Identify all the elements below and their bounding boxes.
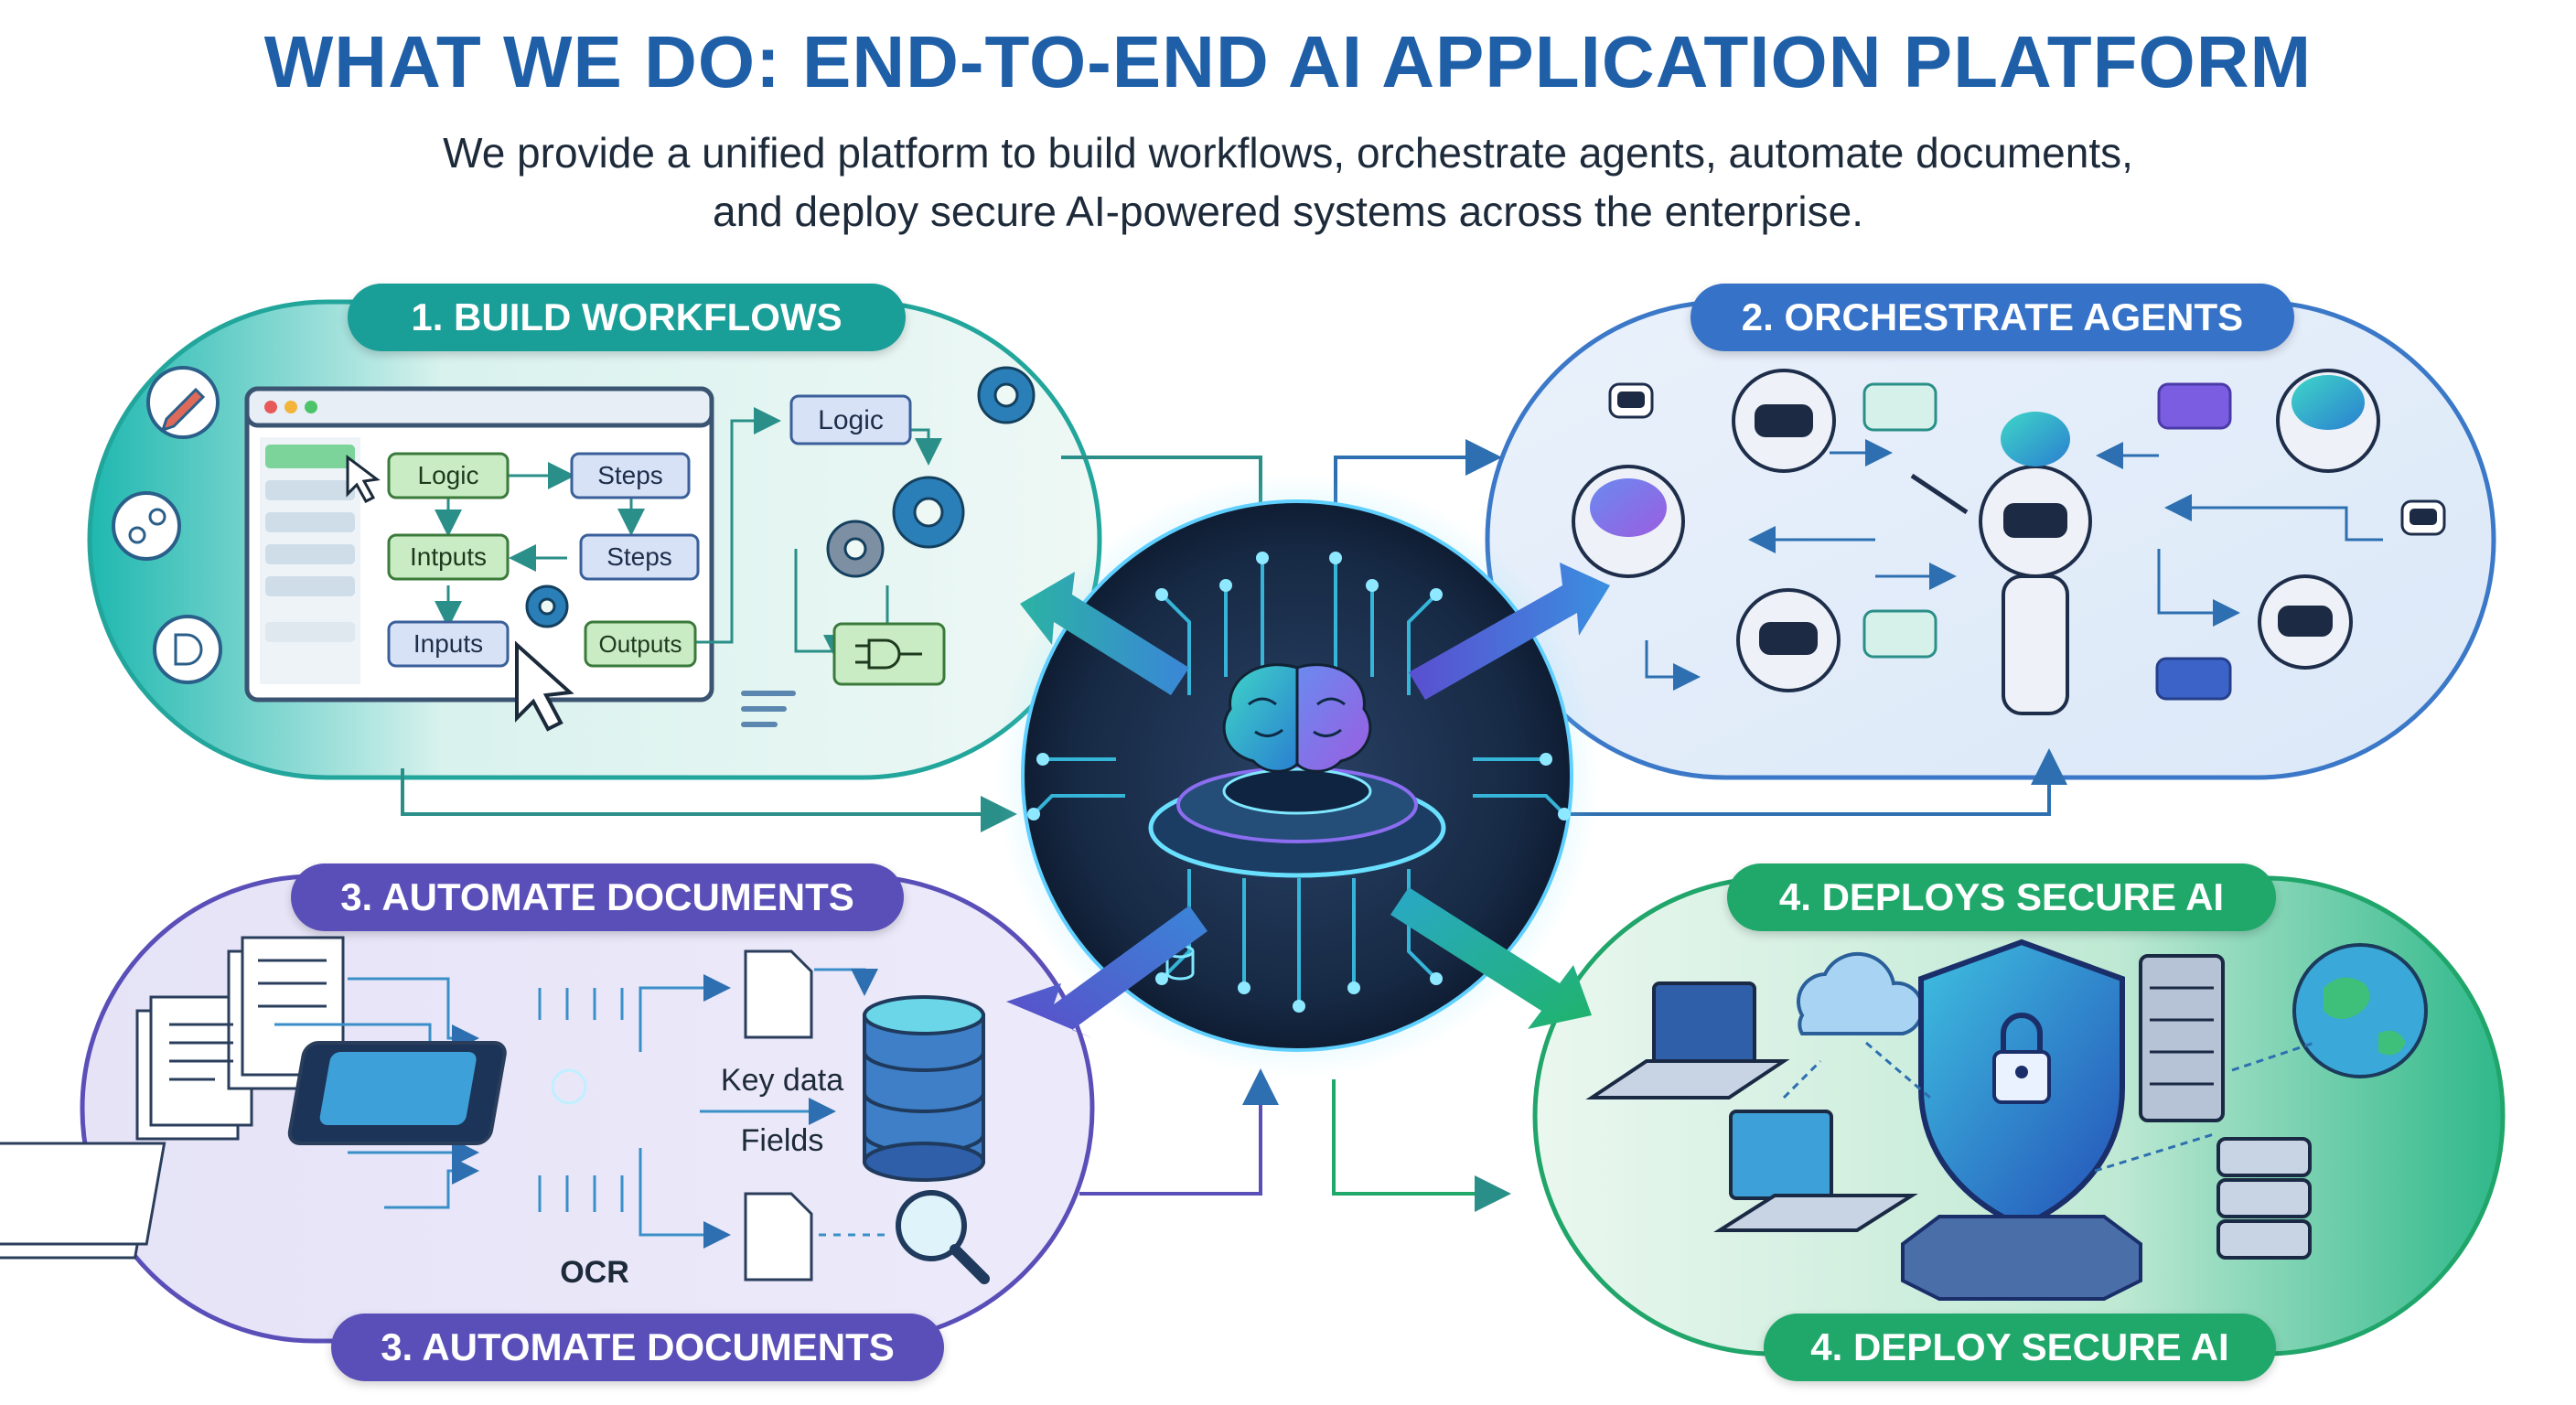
automate-documents-content: OCR Key data Fields — [0, 936, 990, 1290]
database-icon — [863, 995, 985, 1182]
laptop-icon — [1585, 981, 1918, 1232]
node-inputs — [387, 620, 510, 668]
node-steps-1-label: Steps — [597, 461, 663, 489]
hub-arrows — [1006, 563, 1610, 1038]
node-outputs — [584, 620, 697, 668]
key-data-label: Key data — [721, 1063, 843, 1098]
page-subtitle-line-2: and deploy secure AI-powered systems acr… — [713, 188, 1863, 235]
deploy-secure-ai-content — [1585, 938, 2428, 1301]
brain-icon — [1590, 375, 2365, 537]
server-icon — [2139, 954, 2312, 1260]
chat-bubble-icon — [1862, 382, 1937, 659]
page-title: WHAT WE DO: END-TO-END AI APPLICATION PL… — [263, 21, 2313, 102]
globe-icon — [2292, 943, 2428, 1078]
arrow-to-orchestrate — [1409, 563, 1610, 700]
logic-gate-block — [832, 622, 946, 686]
build-workflows-content: Logic Steps Intputs Steps Inputs Outputs… — [112, 366, 1036, 732]
orchestrate-agents-title: 2. ORCHESTRATE AGENTS — [1690, 284, 2294, 351]
arrow-to-build — [1020, 572, 1189, 695]
arrow-to-deploy — [1390, 887, 1592, 1029]
automate-documents-title-top: 3. AUTOMATE DOCUMENTS — [291, 863, 904, 931]
chat-bubble-icon — [2157, 382, 2232, 430]
automate-documents-title-bottom: 3. AUTOMATE DOCUMENTS — [331, 1314, 944, 1381]
cursor-icon — [515, 640, 574, 732]
shield-lock-icon — [1901, 938, 2142, 1301]
node-steps-1 — [570, 452, 691, 499]
chip-icon — [287, 1041, 587, 1145]
node-intputs — [387, 533, 510, 581]
node-logic — [387, 452, 510, 499]
gear-icon — [525, 366, 1036, 628]
page-subtitle-line-1: We provide a unified platform to build w… — [443, 129, 2133, 177]
connector-icon — [112, 491, 181, 561]
node-intputs-label: Intputs — [410, 542, 487, 571]
document-icon — [744, 949, 813, 1282]
arrow-to-documents — [1006, 906, 1208, 1038]
cloud-icon — [1797, 951, 1925, 1035]
orchestrate-agents-content — [1572, 369, 2446, 715]
chat-bubble-icon — [2155, 657, 2232, 701]
deploy-secure-ai-title-top: 4. DEPLOYS SECURE AI — [1727, 863, 2276, 931]
node-logic-label: Logic — [418, 461, 479, 489]
node-steps-2-label: Steps — [606, 542, 672, 571]
logic-gate-icon — [153, 615, 222, 684]
ocr-label: OCR — [560, 1255, 629, 1290]
magnifier-icon — [896, 1190, 990, 1284]
node-logic-top — [789, 394, 912, 445]
build-workflows-title: 1. BUILD WORKFLOWS — [348, 284, 906, 351]
node-outputs-label: Outputs — [598, 630, 682, 658]
brain-icon — [1222, 663, 1372, 773]
fields-label: Fields — [741, 1123, 824, 1158]
deploy-secure-ai-title-bottom: 4. DEPLOY SECURE AI — [1764, 1314, 2276, 1381]
node-steps-2 — [579, 533, 700, 581]
robot-icon — [1608, 382, 2446, 536]
node-inputs-label: Inputs — [413, 629, 483, 658]
node-logic-top-label: Logic — [818, 405, 884, 435]
